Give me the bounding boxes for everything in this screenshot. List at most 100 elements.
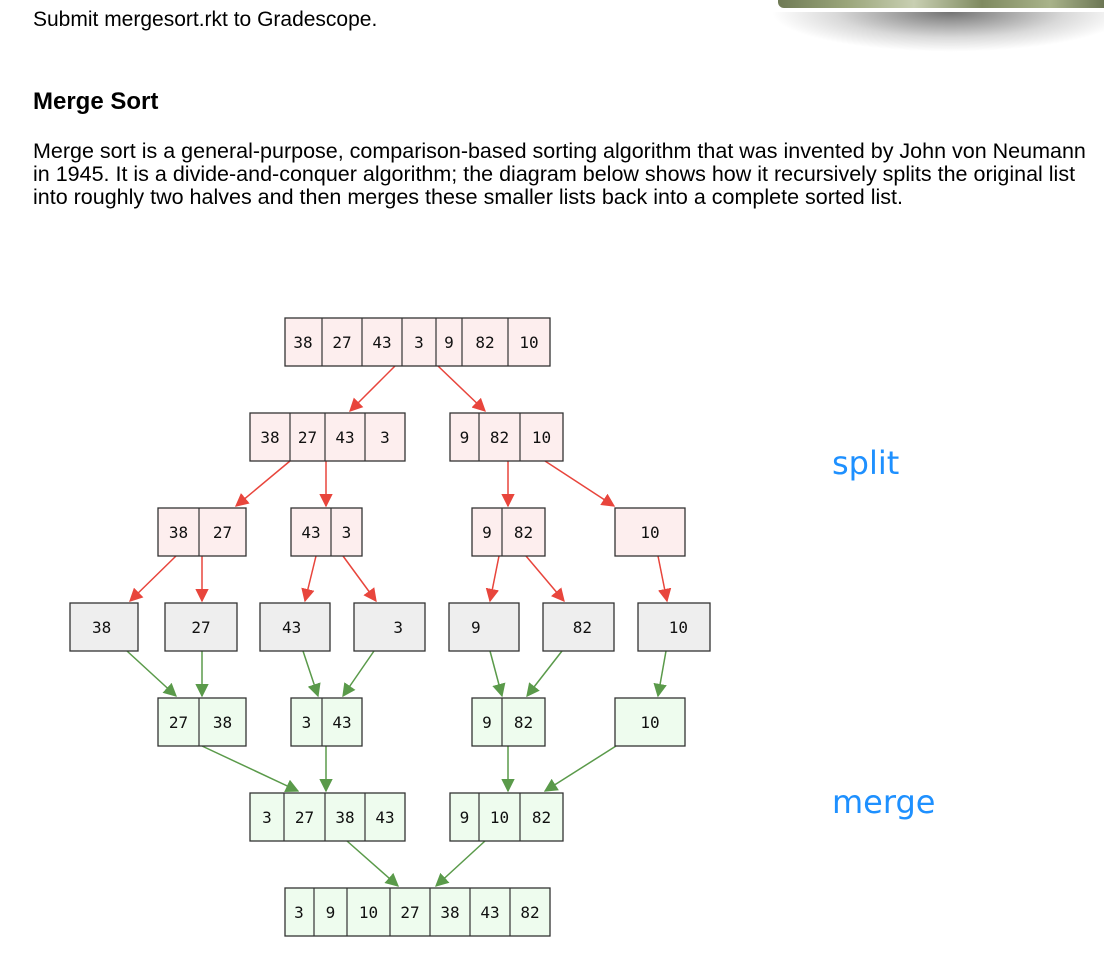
node-box [448,602,520,652]
cell-value: 27 [191,618,210,637]
leaf-node-l4: 9 [448,602,520,652]
node-box [614,507,686,557]
cell-value: 38 [440,903,459,922]
node-box [542,602,615,652]
split-arrow-n2-n6 [544,460,616,507]
cell-value: 43 [335,428,354,447]
node-box [449,412,564,462]
merge-arrow-l6-m3 [653,650,667,698]
split-arrow-n3-l0 [129,555,177,602]
cell-value: 38 [92,618,111,637]
node-box [69,602,139,652]
node-box [637,602,711,652]
cell-value: 38 [335,808,354,827]
merge-arrow-l4-m2 [489,650,506,698]
cell-value: 9 [482,713,492,732]
cell-value: 38 [213,713,232,732]
node-box [449,792,564,842]
split-phase-label: split [832,444,899,482]
leaf-node-l3: 3 [353,602,426,652]
split-arrow-n4-l2 [301,555,317,603]
merge-node-m3: 10 [614,697,686,747]
split-node-n2: 9 82 10 [449,412,564,462]
cell-value: 9 [460,428,470,447]
node-box [471,507,546,557]
cell-value: 82 [475,333,494,352]
cell-value: 27 [169,713,188,732]
cell-value: 10 [532,428,551,447]
cell-value: 9 [326,903,336,922]
node-box [164,602,238,652]
node-box [614,697,686,747]
node-box [157,507,247,557]
merge-phase-label: merge [832,783,935,821]
node-box [290,697,363,747]
cell-value: 43 [480,903,499,922]
cell-value: 43 [332,713,351,732]
cell-value: 10 [359,903,378,922]
split-arrow-n0-n1 [349,365,396,412]
cell-value: 38 [260,428,279,447]
cell-value: 82 [514,713,533,732]
merge-arrow-m5-m6 [435,840,486,887]
node-box [284,887,551,937]
cell-value: 27 [213,523,232,542]
cell-value: 3 [342,523,352,542]
cell-value: 82 [532,808,551,827]
merge-arrow-l2-m1 [302,650,321,698]
cell-value: 10 [519,333,538,352]
merge-arrow-m4-m6 [346,840,400,887]
cell-value: 9 [460,808,470,827]
leaf-node-l2: 43 [259,602,331,652]
split-arrow-n0-n2 [437,365,486,412]
cell-value: 3 [380,428,390,447]
header-photo-shadow [770,12,1104,52]
cell-value: 27 [332,333,351,352]
node-box [284,317,551,367]
cell-value: 43 [282,618,301,637]
split-node-n4: 43 3 [290,507,363,557]
merge-node-m0: 27 38 [157,697,247,747]
leaf-node-l1: 27 [164,602,238,652]
cell-value: 43 [372,333,391,352]
split-arrow-n5-l4 [485,555,500,603]
leaf-node-l5: 82 [542,602,615,652]
node-box [471,697,546,747]
split-arrow-n5-l5 [525,555,565,603]
node-box [290,507,363,557]
cell-value: 3 [393,618,403,637]
cell-value: 82 [490,428,509,447]
diagram-edges [126,365,672,887]
node-box [157,697,247,747]
cell-value: 43 [301,523,320,542]
cell-value: 9 [471,618,481,637]
cell-value: 38 [293,333,312,352]
node-box [249,792,406,842]
cell-value: 27 [295,808,314,827]
split-node-n3: 38 27 [157,507,247,557]
cell-value: 38 [169,523,188,542]
header-photo-image [778,0,1104,8]
cell-value: 27 [400,903,419,922]
leaf-node-l6: 10 [637,602,711,652]
split-arrow-n1-n3 [234,460,291,507]
split-arrow-n4-l3 [342,555,377,603]
cell-value: 82 [573,618,592,637]
section-title: Merge Sort [33,88,159,115]
cell-value: 3 [294,903,304,922]
merge-arrow-l5-m2 [526,650,563,698]
cell-value: 10 [640,713,659,732]
merge-arrow-l3-m1 [342,650,375,698]
node-box [353,602,426,652]
merge-node-m2: 9 82 [471,697,546,747]
leaf-node-l0: 38 [69,602,139,652]
